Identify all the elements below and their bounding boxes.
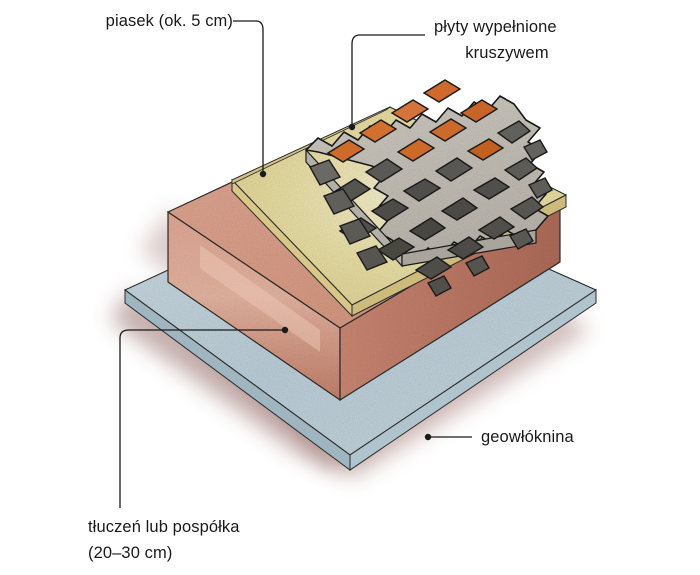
leader-dot-geotextile [424, 433, 432, 441]
label-slabs: płyty wypełnione kruszywem [434, 14, 557, 66]
label-hardcore-line-1: tłuczeń lub pospółka [88, 518, 240, 536]
label-slabs-line-2: kruszywem [465, 44, 549, 62]
label-sand-line-1: piasek (ok. 5 cm) [105, 12, 233, 30]
label-hardcore-line-2: (20–30 cm) [88, 544, 173, 562]
leader-line-sand [233, 20, 264, 174]
label-geotextile-line-1: geowłóknina [481, 428, 574, 446]
leader-dot-slabs [348, 123, 356, 131]
label-geotextile: geowłóknina [481, 424, 574, 450]
leader-line-slabs [351, 34, 425, 127]
leader-dot-hardcore [281, 326, 289, 334]
leader-dot-sand [259, 170, 267, 178]
leader-line-hardcore [119, 329, 285, 508]
label-hardcore: tłuczeń lub pospółka (20–30 cm) [88, 514, 240, 566]
slab-cells [308, 79, 553, 297]
grid-slab-layer [305, 79, 553, 297]
leader-lines [119, 20, 472, 508]
label-slabs-line-1: płyty wypełnione [434, 18, 557, 36]
label-sand: piasek (ok. 5 cm) [60, 8, 233, 34]
